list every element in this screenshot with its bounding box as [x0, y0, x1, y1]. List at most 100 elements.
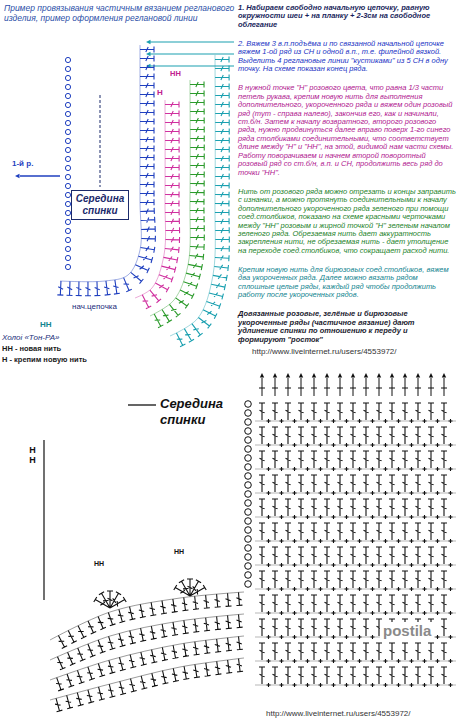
chain-stitch [65, 228, 70, 233]
tick [363, 388, 369, 389]
direction-arrow [392, 378, 393, 396]
label-holder: Середина спинки [160, 396, 223, 429]
row-line [135, 100, 166, 298]
arrow-head [273, 373, 277, 378]
instruction-note: 1. Набираем свободно начальную цепочку, … [238, 4, 456, 29]
chain-stitch [245, 581, 252, 588]
chart-label: НН [174, 548, 184, 556]
label-holder: Довязанные розовые, зелёные и бирюзовые … [238, 310, 456, 344]
label-holder: postila [380, 622, 434, 640]
label-holder: http://www.liveinternet.ru/users/4553972… [266, 709, 411, 719]
chain-stitch [65, 219, 70, 224]
row-line [50, 614, 244, 660]
direction-arrow [275, 378, 276, 396]
label-box: Середина спинки [71, 190, 129, 220]
chain-stitch [65, 147, 70, 152]
chart-title: Пример провязывания частичным вязанием р… [4, 3, 236, 23]
label-holder: В нужной точке "Н" розового цвета, что р… [238, 84, 456, 177]
row-line [170, 55, 215, 336]
stitch-symbols [57, 47, 155, 296]
chain-stitch [245, 473, 252, 480]
label-holder: НН [28, 446, 37, 466]
chain-stitch [245, 545, 252, 552]
chart-label: НН [28, 446, 37, 466]
chain-stitch [65, 93, 70, 98]
chain-stitch [65, 66, 70, 71]
label-holder: 2. Вяжем 3 в.п.подъёма и по связанной на… [238, 40, 456, 74]
instruction-note: 2. Вяжем 3 в.п.подъёма и по связанной на… [238, 40, 456, 74]
tick [441, 388, 447, 389]
chain-stitch [245, 437, 252, 444]
chain-stitch [65, 183, 70, 188]
arrow-head [146, 52, 151, 56]
chain-stitch [245, 419, 252, 426]
label-holder: Холоі «Тон-РА» [2, 333, 59, 343]
chain-stitch [65, 120, 70, 125]
label-holder: НН [174, 548, 184, 556]
row-line [150, 80, 190, 316]
instruction-note: Довязанные розовые, зелёные и бирюзовые … [238, 310, 456, 344]
bottom-chart [44, 373, 456, 712]
label-holder: 1-й р. [12, 159, 33, 169]
chain-stitch [65, 156, 70, 161]
chain-stitch [65, 246, 70, 251]
label-holder: 1. Набираем свободно начальную цепочку, … [238, 4, 456, 29]
chart-label: Н - крепим новую нить [2, 355, 87, 364]
arrow-head [312, 373, 316, 378]
chain-stitch [245, 518, 252, 525]
arrow-head [442, 373, 446, 378]
tick [259, 388, 265, 389]
direction-arrow [150, 53, 234, 54]
stitch-symbols [142, 101, 179, 308]
chain-stitch [245, 446, 252, 453]
instruction-note: В нужной точке "Н" розового цвета, что р… [238, 84, 456, 177]
chain-stitch [65, 237, 70, 242]
top-chart [15, 40, 234, 347]
direction-arrow [301, 378, 302, 396]
arrow-head [364, 373, 368, 378]
arrow-head [286, 373, 290, 378]
chain-stitch [245, 527, 252, 534]
first-row-arrow [20, 175, 60, 176]
direction-arrow [353, 378, 354, 396]
stitch-symbols [58, 592, 242, 648]
arrow-head [403, 373, 407, 378]
row-line [50, 658, 244, 700]
arrow-head [325, 373, 329, 378]
chain-stitch [245, 410, 252, 417]
stitch-symbols [154, 81, 204, 327]
chain-stitch [65, 165, 70, 170]
instruction-note: Нить от розового ряда можно отрезать и к… [238, 188, 456, 256]
arrow-head [15, 174, 20, 178]
fan-symbol [174, 579, 206, 596]
chart-label: НН [40, 320, 52, 330]
chain-stitch [245, 500, 252, 507]
tick [337, 388, 343, 389]
tick [350, 388, 356, 389]
notes-column: 1. Набираем свободно начальную цепочку, … [238, 4, 456, 344]
stitch-symbols [176, 56, 229, 346]
arrow-head [377, 373, 381, 378]
row-line [60, 45, 141, 282]
label-holder: http://www.liveinternet.ru/users/4553972… [252, 347, 397, 357]
label-holder: НН - новая нить [2, 344, 61, 353]
chart-label: Середина спинки [160, 396, 223, 429]
tick [402, 388, 408, 389]
arrow-head [260, 373, 264, 378]
direction-arrow [431, 378, 432, 396]
label-holder: Н [157, 88, 163, 98]
arrow-head [338, 373, 342, 378]
chain-stitch [65, 138, 70, 143]
tick [428, 388, 434, 389]
arrow-head [429, 373, 433, 378]
label-holder: Крепим новую нить для бирюзовых соед.сто… [238, 266, 456, 300]
tick [324, 388, 330, 389]
label-holder: Н - крепим новую нить [2, 355, 87, 364]
chart-label: Н [157, 88, 163, 98]
chart-label: http://www.liveinternet.ru/users/4553972… [252, 347, 397, 357]
chain-stitch [245, 509, 252, 516]
arrow-head [299, 373, 303, 378]
chain-stitch [65, 129, 70, 134]
chain-stitch [65, 84, 70, 89]
